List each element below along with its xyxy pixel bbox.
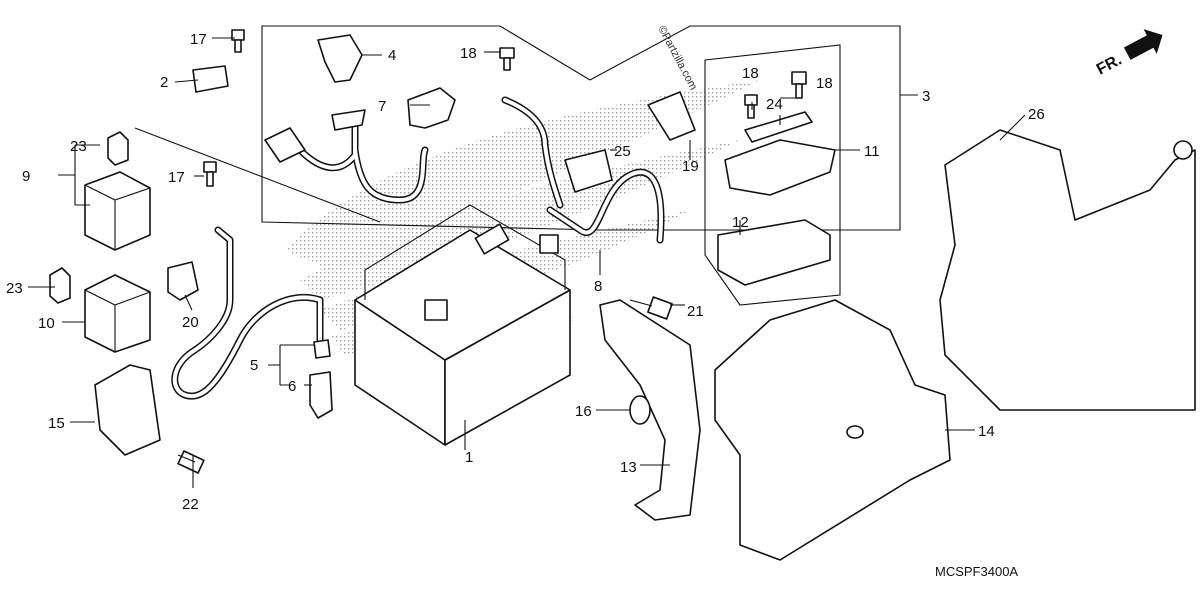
callout-22: 22 [182,496,199,513]
side-cover-26 [939,129,1196,411]
callout-19: 19 [682,158,699,175]
callout-11: 11 [864,143,880,160]
callout-18c: 18 [816,75,833,92]
cap-4 [317,34,363,83]
grommet-16 [629,395,651,425]
fuse-23-top [107,131,129,166]
callout-4: 4 [388,47,396,64]
callout-5: 5 [250,357,258,374]
main-harness-cable [264,96,564,209]
box-10 [84,274,151,353]
callout-14: 14 [978,423,995,440]
bolt-22 [177,450,205,474]
terminal-5 [313,339,331,359]
cover-12 [717,219,831,286]
bolt-21 [629,296,673,320]
bracket-15 [94,364,161,456]
callout-24: 24 [766,96,783,113]
plate-24 [744,111,813,143]
front-direction-indicator: FR. [1094,29,1163,79]
clamp-2 [192,65,229,93]
callout-26: 26 [1028,106,1045,123]
group-3-outline [261,25,901,231]
callout-7: 7 [378,98,386,115]
callout-18a: 18 [460,45,477,62]
callout-1: 1 [465,449,473,466]
bolt-18-mid [744,94,758,119]
callout-6: 6 [288,378,296,395]
watermark-text: ©Partzilla.com [655,24,699,92]
clip-19 [647,91,696,141]
boot-6 [309,371,333,419]
battery [354,204,571,446]
battery-tray-14 [714,299,951,561]
bolt-17-top [231,29,245,53]
positive-cable [546,168,665,244]
fuse-23-bottom [49,267,71,304]
callout-15: 15 [48,415,65,432]
callout-2: 2 [160,74,168,91]
callout-8: 8 [594,278,602,295]
cover-mount-hole [1173,140,1193,160]
negative-cable [171,226,324,400]
bracket-13 [599,299,701,521]
callout-23a: 23 [70,138,87,155]
callout-10: 10 [38,315,55,332]
callout-3: 3 [922,88,930,105]
callout-13: 13 [620,459,637,476]
bolt-18-left [499,47,515,71]
callout-21: 21 [687,303,704,320]
bolt-17-mid [203,161,217,187]
callout-17a: 17 [190,31,207,48]
group-11-outline [704,44,841,306]
bolt-18-right [791,71,807,99]
callout-18b: 18 [742,65,759,82]
callout-20: 20 [182,314,199,331]
front-arrow-icon [1123,29,1163,60]
holder-25 [564,149,613,193]
callout-17b: 17 [168,169,185,186]
callout-12: 12 [732,214,749,231]
holder-20 [167,261,199,301]
direction-label: FR. [1094,51,1125,78]
group-9-outline [134,127,381,223]
callout-25: 25 [614,143,631,160]
callout-16: 16 [575,403,592,420]
terminal-block-11 [724,139,836,196]
callout-23b: 23 [6,280,23,297]
callout-9: 9 [22,168,30,185]
cover-7 [407,87,456,129]
leader-lines [28,37,1026,488]
diagram-code: MCSPF3400A [935,564,1018,579]
relay-9 [84,171,151,251]
